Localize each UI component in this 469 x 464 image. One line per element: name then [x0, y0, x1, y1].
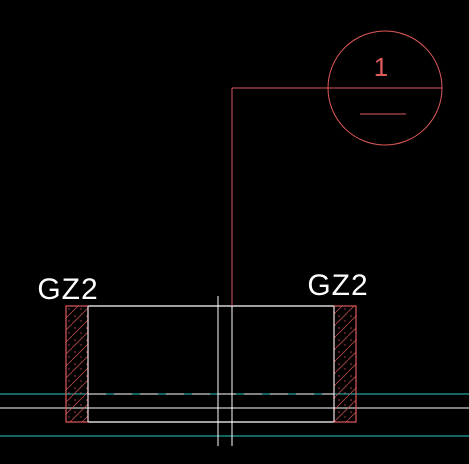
- column-left-hatch: [65, 305, 89, 423]
- column-right-label[interactable]: GZ2: [307, 269, 368, 302]
- column-left[interactable]: [65, 305, 89, 423]
- column-right[interactable]: [333, 305, 357, 423]
- wall-outline: [88, 305, 334, 423]
- detail-marker-number: 1: [374, 52, 388, 82]
- column-right-hatch: [333, 305, 357, 423]
- column-left-label[interactable]: GZ2: [37, 273, 98, 306]
- detail-marker-circle: [327, 30, 443, 146]
- axis-lines: [217, 296, 233, 446]
- detail-marker[interactable]: 1: [327, 30, 443, 146]
- detail-leader: [231, 87, 442, 306]
